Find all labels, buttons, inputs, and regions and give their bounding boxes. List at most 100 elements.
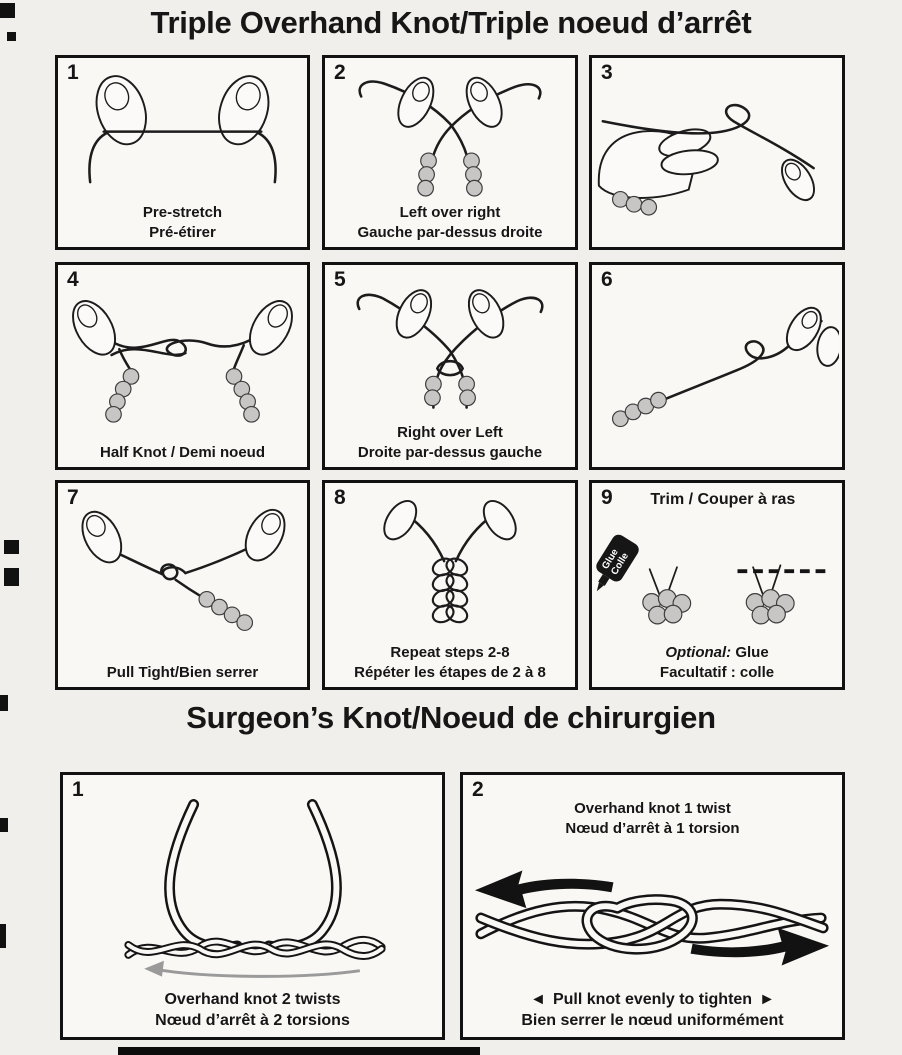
pull-text: Pull knot evenly to tighten <box>552 991 753 1009</box>
step-number: 3 <box>601 61 613 84</box>
step-caption: Right over Left Droite par-dessus gauche <box>325 423 575 462</box>
caption-line: Pre-stretch <box>142 204 223 221</box>
crossed-cords <box>358 80 542 196</box>
step-number: 4 <box>67 268 79 291</box>
bead-strand <box>198 590 254 631</box>
bead-strand <box>611 190 658 216</box>
caption-line: Overhand knot 2 twists <box>164 991 341 1009</box>
tighten-knot-illustration <box>611 306 839 428</box>
step-caption: Optional: Glue Facultatif : colle <box>592 643 842 682</box>
left-finger <box>383 500 418 541</box>
print-mark <box>4 568 19 586</box>
step-caption: Half Knot / Demi noeud <box>58 443 307 463</box>
left-finger <box>397 76 435 128</box>
bead-strands <box>424 375 476 407</box>
left-thumb <box>72 300 117 356</box>
right-finger <box>467 289 505 339</box>
step-5-panel: 5 Right over Left Droite par-dessus <box>322 262 578 470</box>
optional-label: Optional: <box>665 644 732 661</box>
bead-strands <box>105 368 260 423</box>
step-8-panel: 8 Repeat steps 2-8 Répéter <box>322 480 578 690</box>
surgeon-step-2-panel: 2 Overhand knot 1 twist Nœud d’arrêt à 1… <box>460 772 845 1040</box>
caption-line: Facultatif : colle <box>659 663 775 681</box>
print-mark <box>4 540 19 554</box>
half-knot-illustration <box>72 300 293 423</box>
step-caption: ◄ Pull knot evenly to tighten ► Bien serre… <box>463 990 842 1032</box>
caption-line: Répéter les étapes de 2 à 8 <box>354 663 546 681</box>
twisted-cords <box>124 799 386 960</box>
left-thumb <box>81 510 123 564</box>
overhand-knot-label: Overhand knot 1 twist Nœud d’arrêt à 1 t… <box>463 799 842 840</box>
caption-line: Bien serrer le nœud uniformément <box>521 1012 784 1030</box>
bead-strands <box>417 152 483 197</box>
caption-line: Nœud d’arrêt à 2 torsions <box>155 1012 350 1030</box>
optional-text: Glue <box>731 644 769 661</box>
surgeon-knot-two-twists-illustration <box>124 799 386 978</box>
step-number: 6 <box>601 268 613 291</box>
knot-chain <box>431 557 469 624</box>
step-number: 5 <box>334 268 346 291</box>
scan-artifact-bar <box>118 1047 480 1055</box>
left-finger <box>395 289 433 339</box>
caption-line: Overhand knot 1 twist <box>574 800 731 817</box>
right-thumb <box>248 300 293 356</box>
print-mark <box>0 818 8 832</box>
caption-line: Right over Left <box>397 424 503 441</box>
caption-line: ◄ Pull knot evenly to tighten ► <box>463 990 842 1011</box>
caption-line: Pull Tight/Bien serrer <box>106 663 259 681</box>
left-bead-cluster <box>642 566 692 625</box>
direction-arrow <box>144 960 361 978</box>
step-9-panel: 9 Trim / Couper à ras Glue Colle <box>589 480 845 690</box>
wrapped-cord <box>601 103 815 170</box>
left-arrow-icon: ◄ <box>530 991 546 1009</box>
glue-bottle-icon: Glue Colle <box>596 534 639 592</box>
step-4-panel: 4 Half Knot / Demi noeud <box>55 262 310 470</box>
step-number: 9 <box>601 486 613 509</box>
step-number: 7 <box>67 486 79 509</box>
print-mark <box>7 32 16 41</box>
step-2-panel: 2 Left over right Gauche par-dessus droi… <box>322 55 578 250</box>
surgeon-step-1-panel: 1 Overhand knot 2 twists Nœud d’arrêt à … <box>60 772 445 1040</box>
right-arrow-icon: ► <box>759 991 775 1009</box>
right-thumb <box>218 75 270 146</box>
step-1-panel: 1 Pre-stretch Pré-étirer <box>55 55 310 250</box>
right-bead-cluster <box>745 564 795 625</box>
caption-line: Optional: Glue <box>592 643 842 663</box>
trim-header: Trim / Couper à ras <box>650 491 796 508</box>
trim-glue-illustration: Glue Colle <box>596 534 830 625</box>
surgeon-knot-tighten-illustration <box>474 870 830 966</box>
right-finger <box>780 158 816 202</box>
step-caption: Left over right Gauche par-dessus droite <box>325 203 575 242</box>
knot <box>160 563 187 581</box>
half-knot-cords <box>110 338 253 372</box>
right-thumb <box>244 508 286 562</box>
knot-cords <box>475 894 829 955</box>
right-thumb <box>816 326 839 367</box>
right-finger <box>785 306 822 352</box>
step-caption: Pull Tight/Bien serrer <box>58 663 307 683</box>
step-number: 1 <box>67 61 79 84</box>
step-6-panel: 6 <box>589 262 845 470</box>
left-over-right-illustration <box>358 76 542 197</box>
step-caption: Pre-stretch Pré-étirer <box>58 203 307 242</box>
step-3-panel: 3 <box>589 55 845 250</box>
crossed-cords <box>356 293 544 409</box>
print-mark <box>0 695 8 711</box>
right-finger <box>482 500 517 541</box>
step-number: 2 <box>334 61 346 84</box>
step-caption: Repeat steps 2-8 Répéter les étapes de 2… <box>325 643 575 682</box>
pull-tight-illustration <box>81 508 286 631</box>
left-thumb <box>95 75 147 146</box>
triple-knot-title: Triple Overhand Knot/Triple noeud d’arrê… <box>150 5 752 40</box>
step-7-panel: 7 Pull Tight/Bien serrer <box>55 480 310 690</box>
bead-strand <box>611 391 667 428</box>
pull-right-arrow-icon <box>690 927 830 966</box>
caption-line: Half Knot / Demi noeud <box>100 443 265 461</box>
print-mark <box>0 3 15 18</box>
caption-line: Nœud d’arrêt à 1 torsion <box>565 820 740 838</box>
pull-left-arrow-icon <box>474 870 614 909</box>
pre-stretch-illustration <box>88 75 277 184</box>
step-9-header: 9 Trim / Couper à ras <box>601 486 833 510</box>
step-number: 1 <box>72 778 84 801</box>
